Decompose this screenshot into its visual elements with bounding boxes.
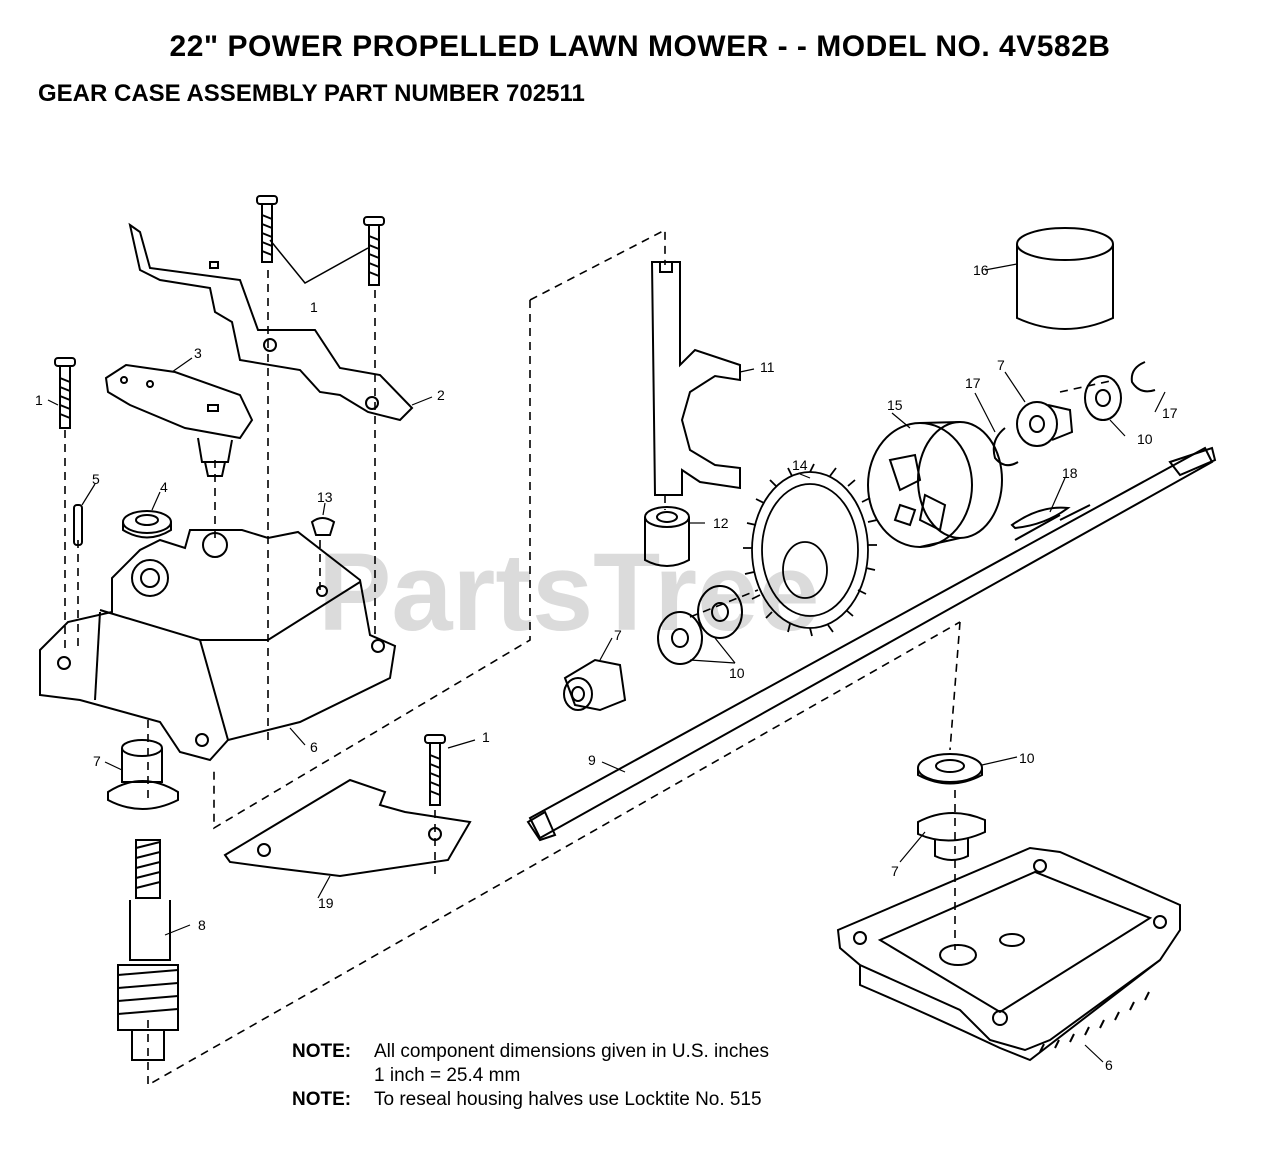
diagram-title: 22" POWER PROPELLED LAWN MOWER - - MODEL… xyxy=(169,30,1111,63)
bearing-part-7-middle xyxy=(563,658,627,712)
callout-7-right: 7 xyxy=(997,357,1005,373)
note-label: NOTE: xyxy=(292,1089,352,1110)
callout-17-left: 17 xyxy=(965,375,981,391)
plug-part-13 xyxy=(310,517,336,536)
callout-10-lower: 10 xyxy=(1019,750,1035,766)
callout-3: 3 xyxy=(194,345,202,361)
clutch-part-15 xyxy=(867,421,1003,548)
washer-part-10-middle xyxy=(657,585,743,665)
note-label: NOTE: xyxy=(292,1041,352,1062)
notes-block: NOTE: All component dimensions given in … xyxy=(292,1040,769,1112)
callout-18: 18 xyxy=(1062,465,1078,481)
callout-17-right: 17 xyxy=(1162,405,1178,421)
callout-8: 8 xyxy=(198,917,206,933)
callout-7-middle: 7 xyxy=(614,627,622,643)
callout-7-lower: 7 xyxy=(891,863,899,879)
diagram-subtitle: GEAR CASE ASSEMBLY PART NUMBER 702511 xyxy=(38,80,585,107)
assembly-lines xyxy=(64,228,1116,1087)
callout-5: 5 xyxy=(92,471,100,487)
callout-12: 12 xyxy=(713,515,729,531)
gear-part-14 xyxy=(743,463,878,637)
callout-1-lower: 1 xyxy=(482,729,490,745)
callout-1-top: 1 xyxy=(310,299,318,315)
key-part-18 xyxy=(1010,506,1071,530)
callout-15: 15 xyxy=(887,397,903,413)
gear-case-lower-part-6 xyxy=(836,846,1181,1062)
pin-part-5 xyxy=(73,504,83,546)
bearing-part-7-left xyxy=(107,739,179,810)
bolt-part-1-left xyxy=(54,357,76,429)
leader-lines xyxy=(47,263,1166,1063)
axle-part-9 xyxy=(526,446,1217,842)
bracket-part-2 xyxy=(128,222,414,422)
callout-11: 11 xyxy=(760,359,775,375)
bearing-part-7-right xyxy=(1016,401,1074,447)
callout-10-right: 10 xyxy=(1137,431,1153,447)
note-dimensions: NOTE: All component dimensions given in … xyxy=(292,1040,769,1088)
washer-part-4 xyxy=(122,510,172,539)
gear-case-upper-part-6 xyxy=(39,529,397,762)
callout-4: 4 xyxy=(160,479,168,495)
bolt-part-1-upper xyxy=(256,195,385,286)
callout-1-left: 1 xyxy=(35,392,43,408)
note-text: To reseal housing halves use Locktite No… xyxy=(374,1089,762,1110)
washer-part-10-right xyxy=(1084,375,1122,421)
note-text: 1 inch = 25.4 mm xyxy=(374,1065,521,1086)
note-sealant: NOTE: To reseal housing halves use Lockt… xyxy=(292,1088,769,1112)
callout-2: 2 xyxy=(437,387,445,403)
callout-19: 19 xyxy=(318,895,334,911)
callout-6-lower: 6 xyxy=(1105,1057,1113,1073)
callout-6-upper: 6 xyxy=(310,739,318,755)
bushing-part-12 xyxy=(644,506,690,567)
callout-16: 16 xyxy=(973,262,989,278)
bolt-part-1-lower xyxy=(424,734,446,806)
note-text: All component dimensions given in U.S. i… xyxy=(374,1041,769,1062)
watermark: PartsTree xyxy=(318,531,819,654)
clip-part-17-a xyxy=(992,427,1019,467)
callout-9: 9 xyxy=(588,752,596,768)
bearing-part-7-lower xyxy=(917,811,986,861)
callout-7-left: 7 xyxy=(93,753,101,769)
worm-shaft-part-8 xyxy=(117,839,179,1061)
sleeve-part-16 xyxy=(1016,227,1114,330)
lever-part-3 xyxy=(104,363,254,477)
clip-part-17-b xyxy=(1130,361,1156,393)
washer-part-10-lower xyxy=(917,753,983,785)
plate-part-19 xyxy=(223,778,472,878)
callout-14: 14 xyxy=(792,457,808,473)
shift-fork-part-11 xyxy=(650,261,741,496)
callout-13: 13 xyxy=(317,489,333,505)
callout-10-middle: 10 xyxy=(729,665,745,681)
